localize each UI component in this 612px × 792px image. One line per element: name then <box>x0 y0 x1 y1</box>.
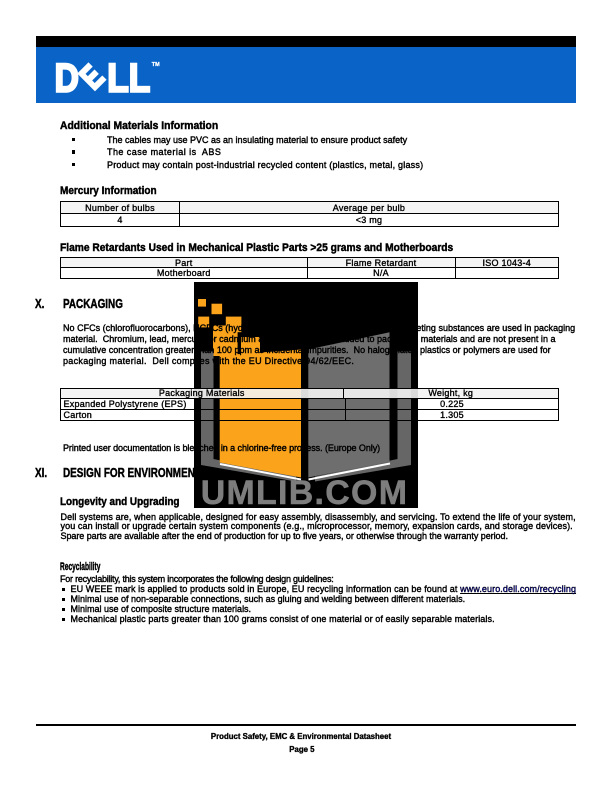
svg-text:L: L <box>129 55 151 100</box>
svg-text:UMLIB.COM: UMLIB.COM <box>201 474 408 508</box>
svg-text:TM: TM <box>152 62 160 68</box>
svg-text:L: L <box>107 55 129 100</box>
svg-text:D: D <box>55 56 79 100</box>
